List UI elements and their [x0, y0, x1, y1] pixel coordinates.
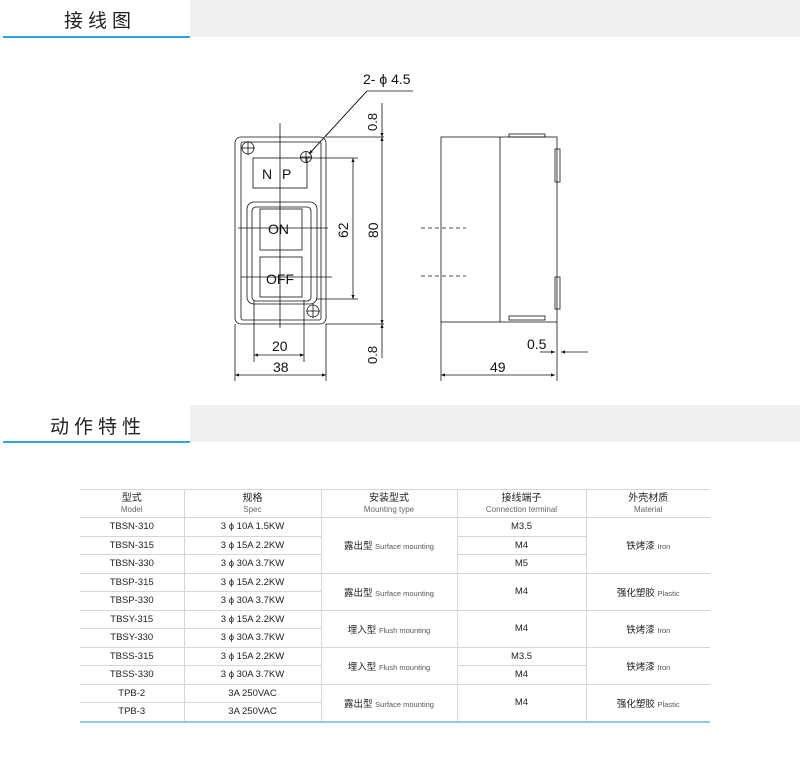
spec-cell: 3 ϕ 15A 2.2KW [183, 646, 322, 666]
front-view [234, 90, 413, 381]
mounting-cell: 露出型 Surface mounting [320, 683, 458, 722]
model-cell: TBSN-330 [80, 554, 185, 574]
header-bar [190, 405, 800, 442]
table-row: TBSS-330 3 ϕ 30A 3.7KW M4 [80, 665, 710, 685]
spec-cell: 3 ϕ 10A 1.5KW [183, 517, 322, 537]
terminal-cell: M3.5 [456, 646, 587, 666]
np-label: N P [262, 166, 294, 182]
dim-05-label: 0.5 [527, 336, 547, 352]
dim-49-label: 49 [490, 359, 506, 375]
material-cell: 强化塑胶 Plastic [585, 572, 710, 611]
model-cell: TBSY-315 [80, 609, 185, 629]
spec-cell: 3 ϕ 15A 2.2KW [183, 535, 322, 555]
terminal-cell: M3.5 [456, 517, 587, 537]
spec-cell: 3 ϕ 30A 3.7KW [183, 591, 321, 611]
material-cell: 强化塑胶 Plastic [585, 683, 710, 722]
table-row: TBSS-315 3 ϕ 15A 2.2KW 埋入型 Flush mountin… [80, 646, 710, 685]
table-row: TBSY-330 3 ϕ 30A 3.7KW [80, 628, 710, 648]
table-row: TPB-3 3A 250VAC [80, 702, 710, 722]
title-underline [3, 441, 190, 443]
terminal-cell: M5 [456, 554, 586, 574]
header-bar [190, 0, 800, 37]
dim-80-label: 80 [365, 222, 381, 238]
spec-cell: 3 ϕ 15A 2.2KW [183, 572, 322, 592]
mounting-hole-icon [241, 141, 255, 155]
section-header-wiring: 接线图 [0, 0, 800, 38]
table-row: TBSN-310 3 ϕ 10A 1.5KW 露出型 Surface mount… [80, 517, 710, 574]
mounting-hole-icon [306, 304, 320, 318]
model-cell: TBSY-330 [80, 628, 185, 648]
section-header-specs: 动作特性 [0, 405, 800, 443]
wiring-diagram: 2- ϕ 4.5 N P ON OFF 0.8 0.8 62 80 20 38 … [234, 71, 588, 381]
dim-20-label: 20 [272, 338, 288, 354]
dim-top-label: 0.8 [365, 113, 380, 131]
model-cell: TBSS-330 [80, 665, 185, 685]
table-row: TBSN-315 3 ϕ 15A 2.2KW M4 [80, 535, 710, 555]
mounting-cell: 露出型 Surface mounting [320, 572, 458, 611]
dim-38-label: 38 [273, 359, 289, 375]
model-cell: TBSP-315 [80, 572, 185, 592]
spec-cell: 3A 250VAC [183, 683, 322, 703]
terminal-cell: M4 [456, 665, 586, 685]
model-cell: TBSP-330 [80, 591, 185, 611]
mounting-cell: 埋入型 Flush mounting [320, 609, 458, 648]
model-cell: TPB-3 [80, 702, 185, 722]
model-cell: TBSS-315 [80, 646, 185, 666]
on-button-label: ON [268, 221, 289, 237]
table-row: TBSN-330 3 ϕ 30A 3.7KW M5 [80, 554, 710, 574]
material-cell: 铁烤漆 Iron [585, 646, 710, 685]
spec-cell: 3 ϕ 30A 3.7KW [183, 628, 321, 648]
model-cell: TBSN-310 [80, 517, 185, 537]
mounting-cell: 埋入型 Flush mounting [320, 646, 458, 685]
terminal-cell: M4 [456, 609, 587, 648]
spec-cell: 3A 250VAC [183, 702, 321, 722]
table-row: TPB-2 3A 250VAC 露出型 Surface mounting M4 … [80, 683, 710, 722]
side-view [421, 133, 588, 381]
section-title: 接线图 [64, 10, 137, 32]
terminal-cell: M4 [456, 683, 587, 722]
title-underline [3, 36, 190, 38]
mounting-hole-icon [300, 151, 312, 163]
dim-62-label: 62 [335, 222, 351, 238]
table-row: TBSP-315 3 ϕ 15A 2.2KW 露出型 Surface mount… [80, 572, 710, 611]
model-cell: TBSN-315 [80, 535, 185, 555]
terminal-cell: M4 [456, 572, 587, 611]
terminal-cell: M4 [456, 535, 586, 555]
table-row: TBSY-315 3 ϕ 15A 2.2KW 埋入型 Flush mountin… [80, 609, 710, 648]
off-button-label: OFF [266, 271, 294, 287]
mounting-cell: 露出型 Surface mounting [320, 517, 458, 574]
dim-bottom-label: 0.8 [365, 346, 380, 364]
model-cell: TPB-2 [80, 683, 185, 703]
spec-cell: 3 ϕ 30A 3.7KW [183, 665, 322, 685]
material-cell: 铁烤漆 Iron [585, 609, 710, 648]
section-title: 动作特性 [50, 416, 147, 438]
hole-spec-label: 2- ϕ 4.5 [363, 71, 411, 87]
material-cell: 铁烤漆 Iron [585, 517, 710, 574]
spec-cell: 3 ϕ 15A 2.2KW [183, 609, 322, 629]
spec-cell: 3 ϕ 30A 3.7KW [183, 554, 322, 574]
